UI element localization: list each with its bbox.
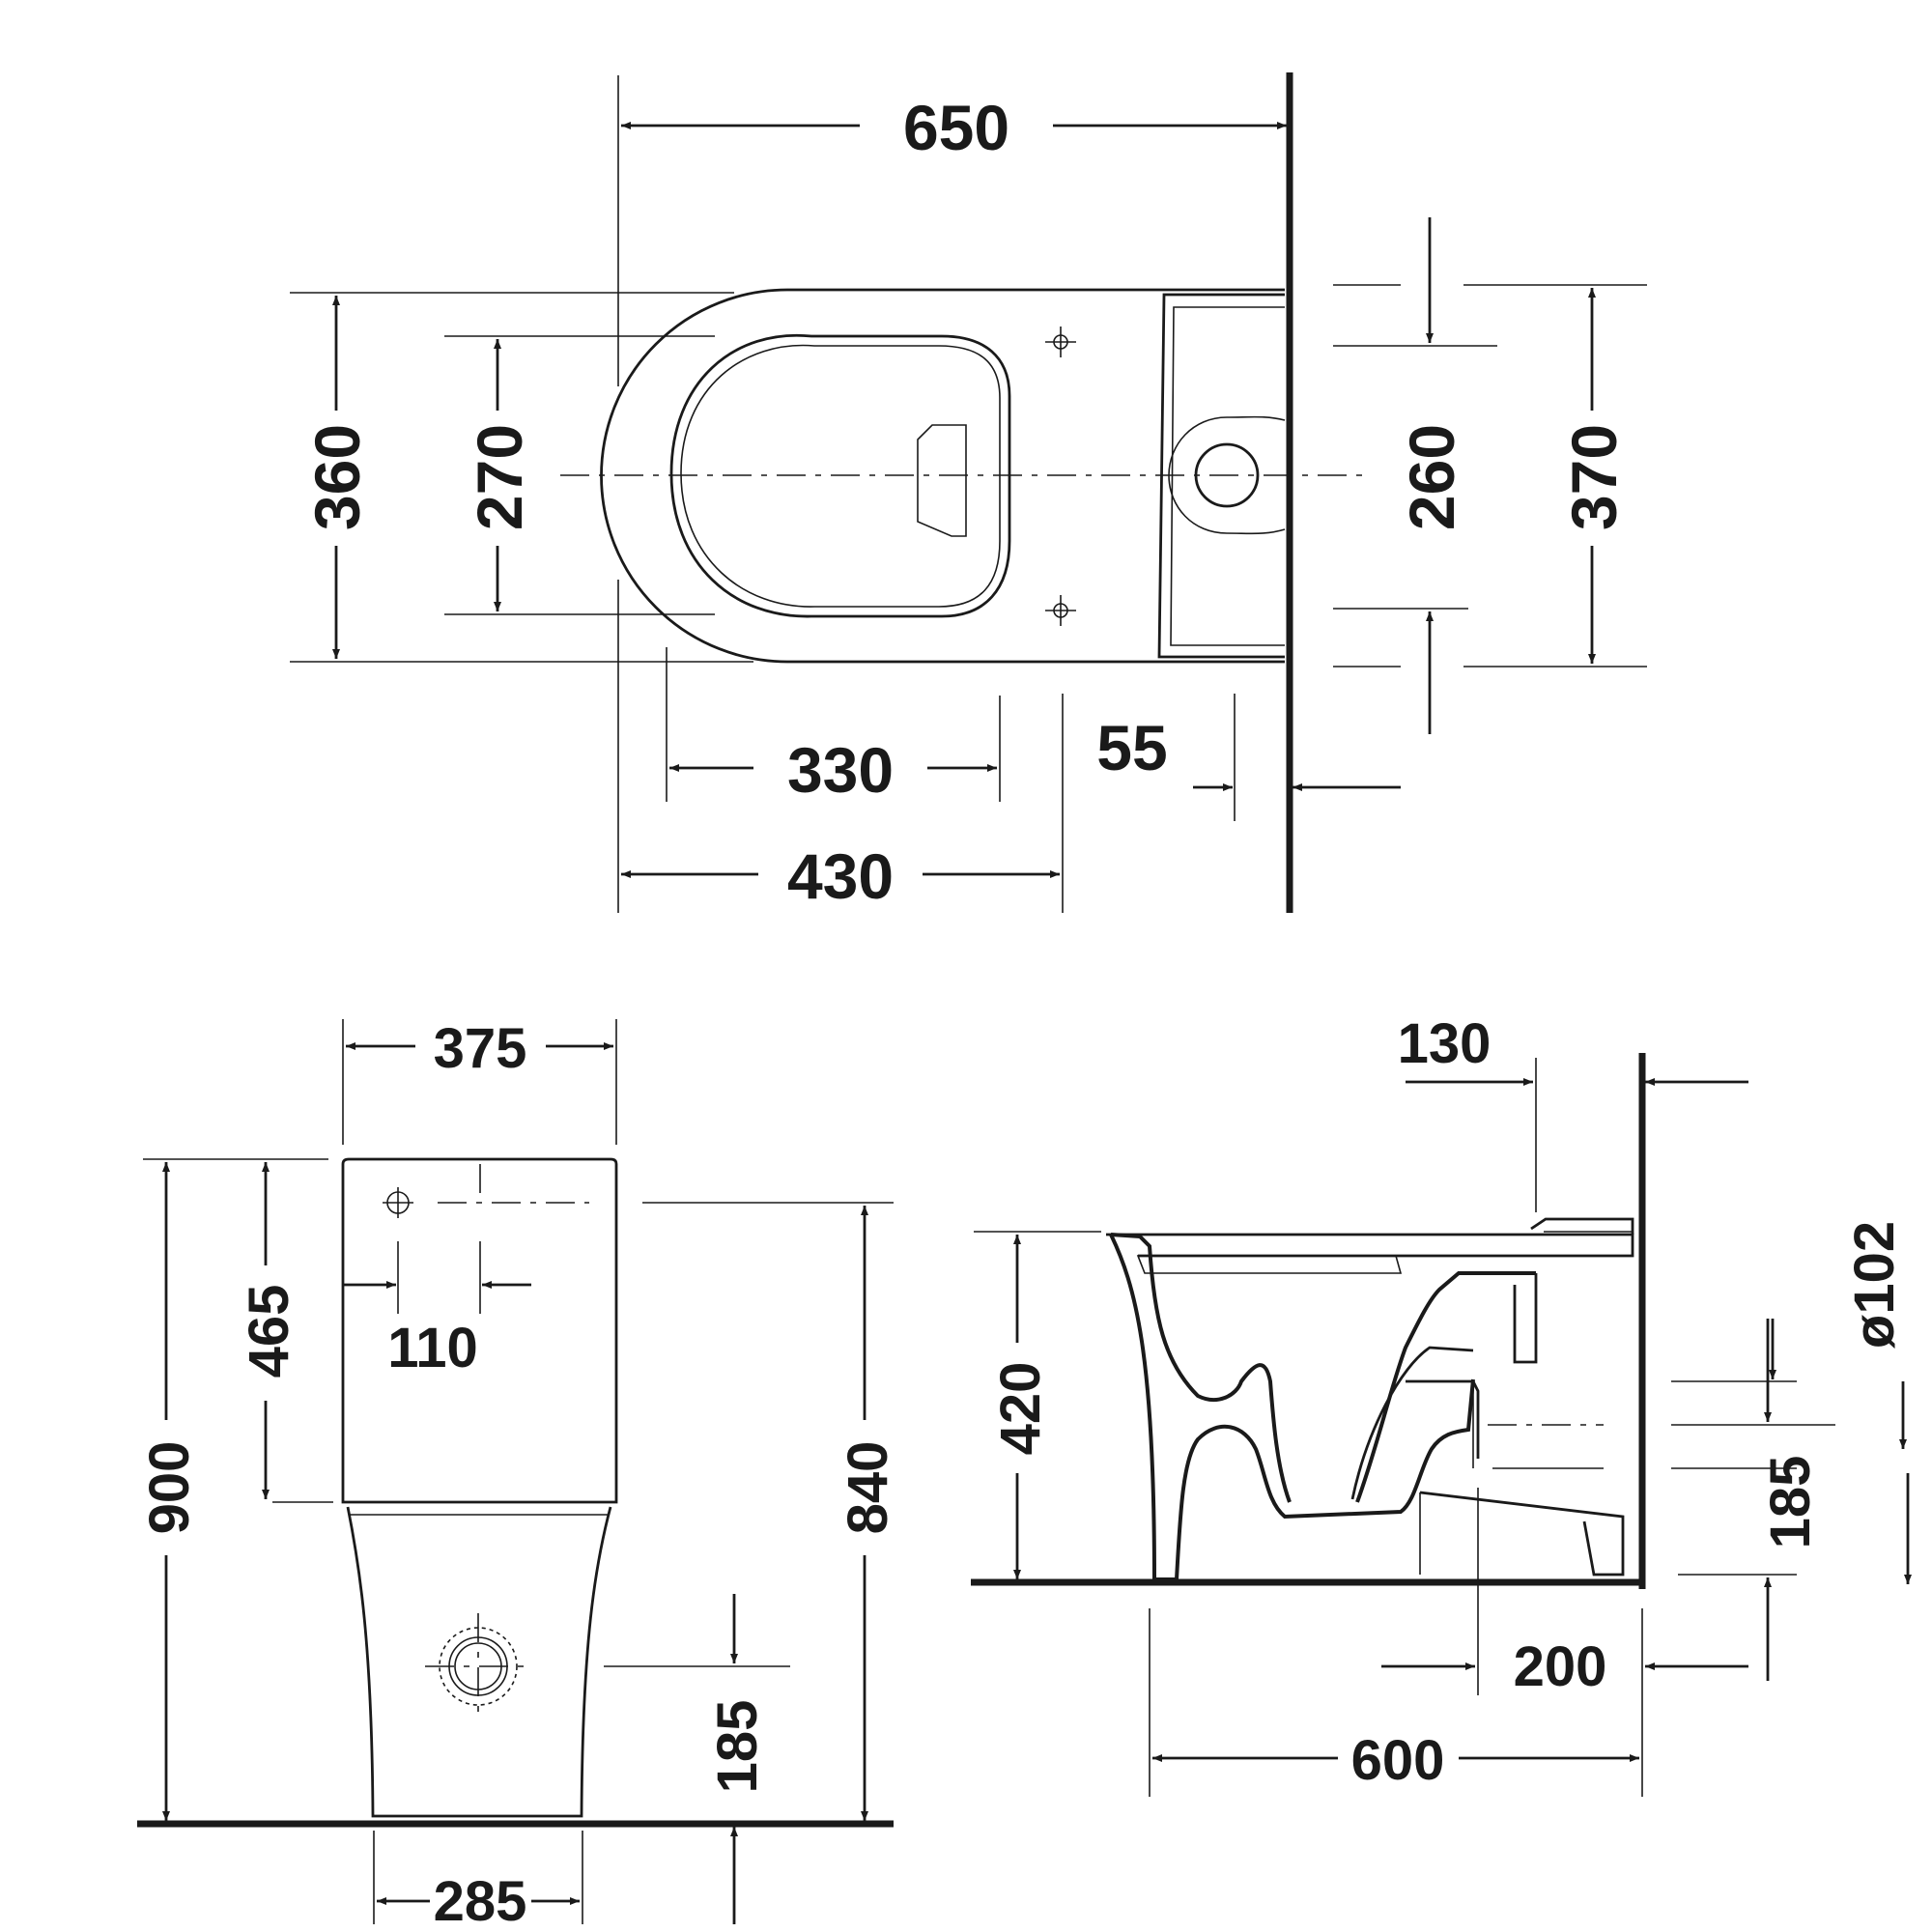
front-outlet-circle [425,1613,531,1719]
dim-overall-depth: 600 [1351,1729,1445,1792]
side-bowl-outline [1109,1234,1475,1581]
dim-tank-top-height: 840 [837,1441,899,1535]
top-fixing-hole-upper [1045,327,1076,357]
dim-tank-width: 375 [434,1017,527,1080]
dim-overall-length: 650 [903,92,1009,163]
top-view: 650 360 270 260 370 330 55 430 [290,72,1647,913]
top-tank-inner [1170,306,1285,646]
top-seat-outline [669,333,1011,618]
dim-seat-width: 270 [464,424,535,530]
dim-tank-inner: 260 [1396,424,1467,530]
dim-overall-height: 900 [138,1441,201,1535]
top-fixing-hole-lower [1045,595,1076,626]
dim-tank-outer: 370 [1558,424,1630,530]
front-view: 375 465 110 900 840 185 285 [137,1017,899,1932]
top-seat-hinge [917,424,967,537]
front-flush-button [383,1187,413,1218]
dim-outlet-distance: 200 [1514,1635,1607,1698]
dim-outlet-diameter: ø102 [1843,1221,1906,1349]
dim-seat-height: 420 [989,1362,1052,1456]
front-bowl-outline [346,1506,612,1818]
dim-button-offset: 110 [387,1317,478,1379]
dim-outlet-height-side: 185 [1759,1456,1822,1549]
side-seat-outline [1106,1233,1634,1258]
side-view: 130 420 ø102 185 200 600 [971,1012,1912,1797]
dim-fixing-distance: 330 [787,734,894,806]
dim-base-width: 285 [434,1870,527,1932]
dim-width-outer: 360 [301,424,373,530]
top-seat-inner [680,344,1001,608]
dim-wall-gap: 55 [1096,712,1167,783]
dim-wall-to-tank: 130 [1398,1012,1492,1075]
dim-outlet-height-front: 185 [706,1700,769,1794]
front-tank-outline [341,1157,618,1504]
dim-bowl-to-axis: 430 [787,840,894,912]
dim-tank-height: 465 [238,1285,300,1378]
